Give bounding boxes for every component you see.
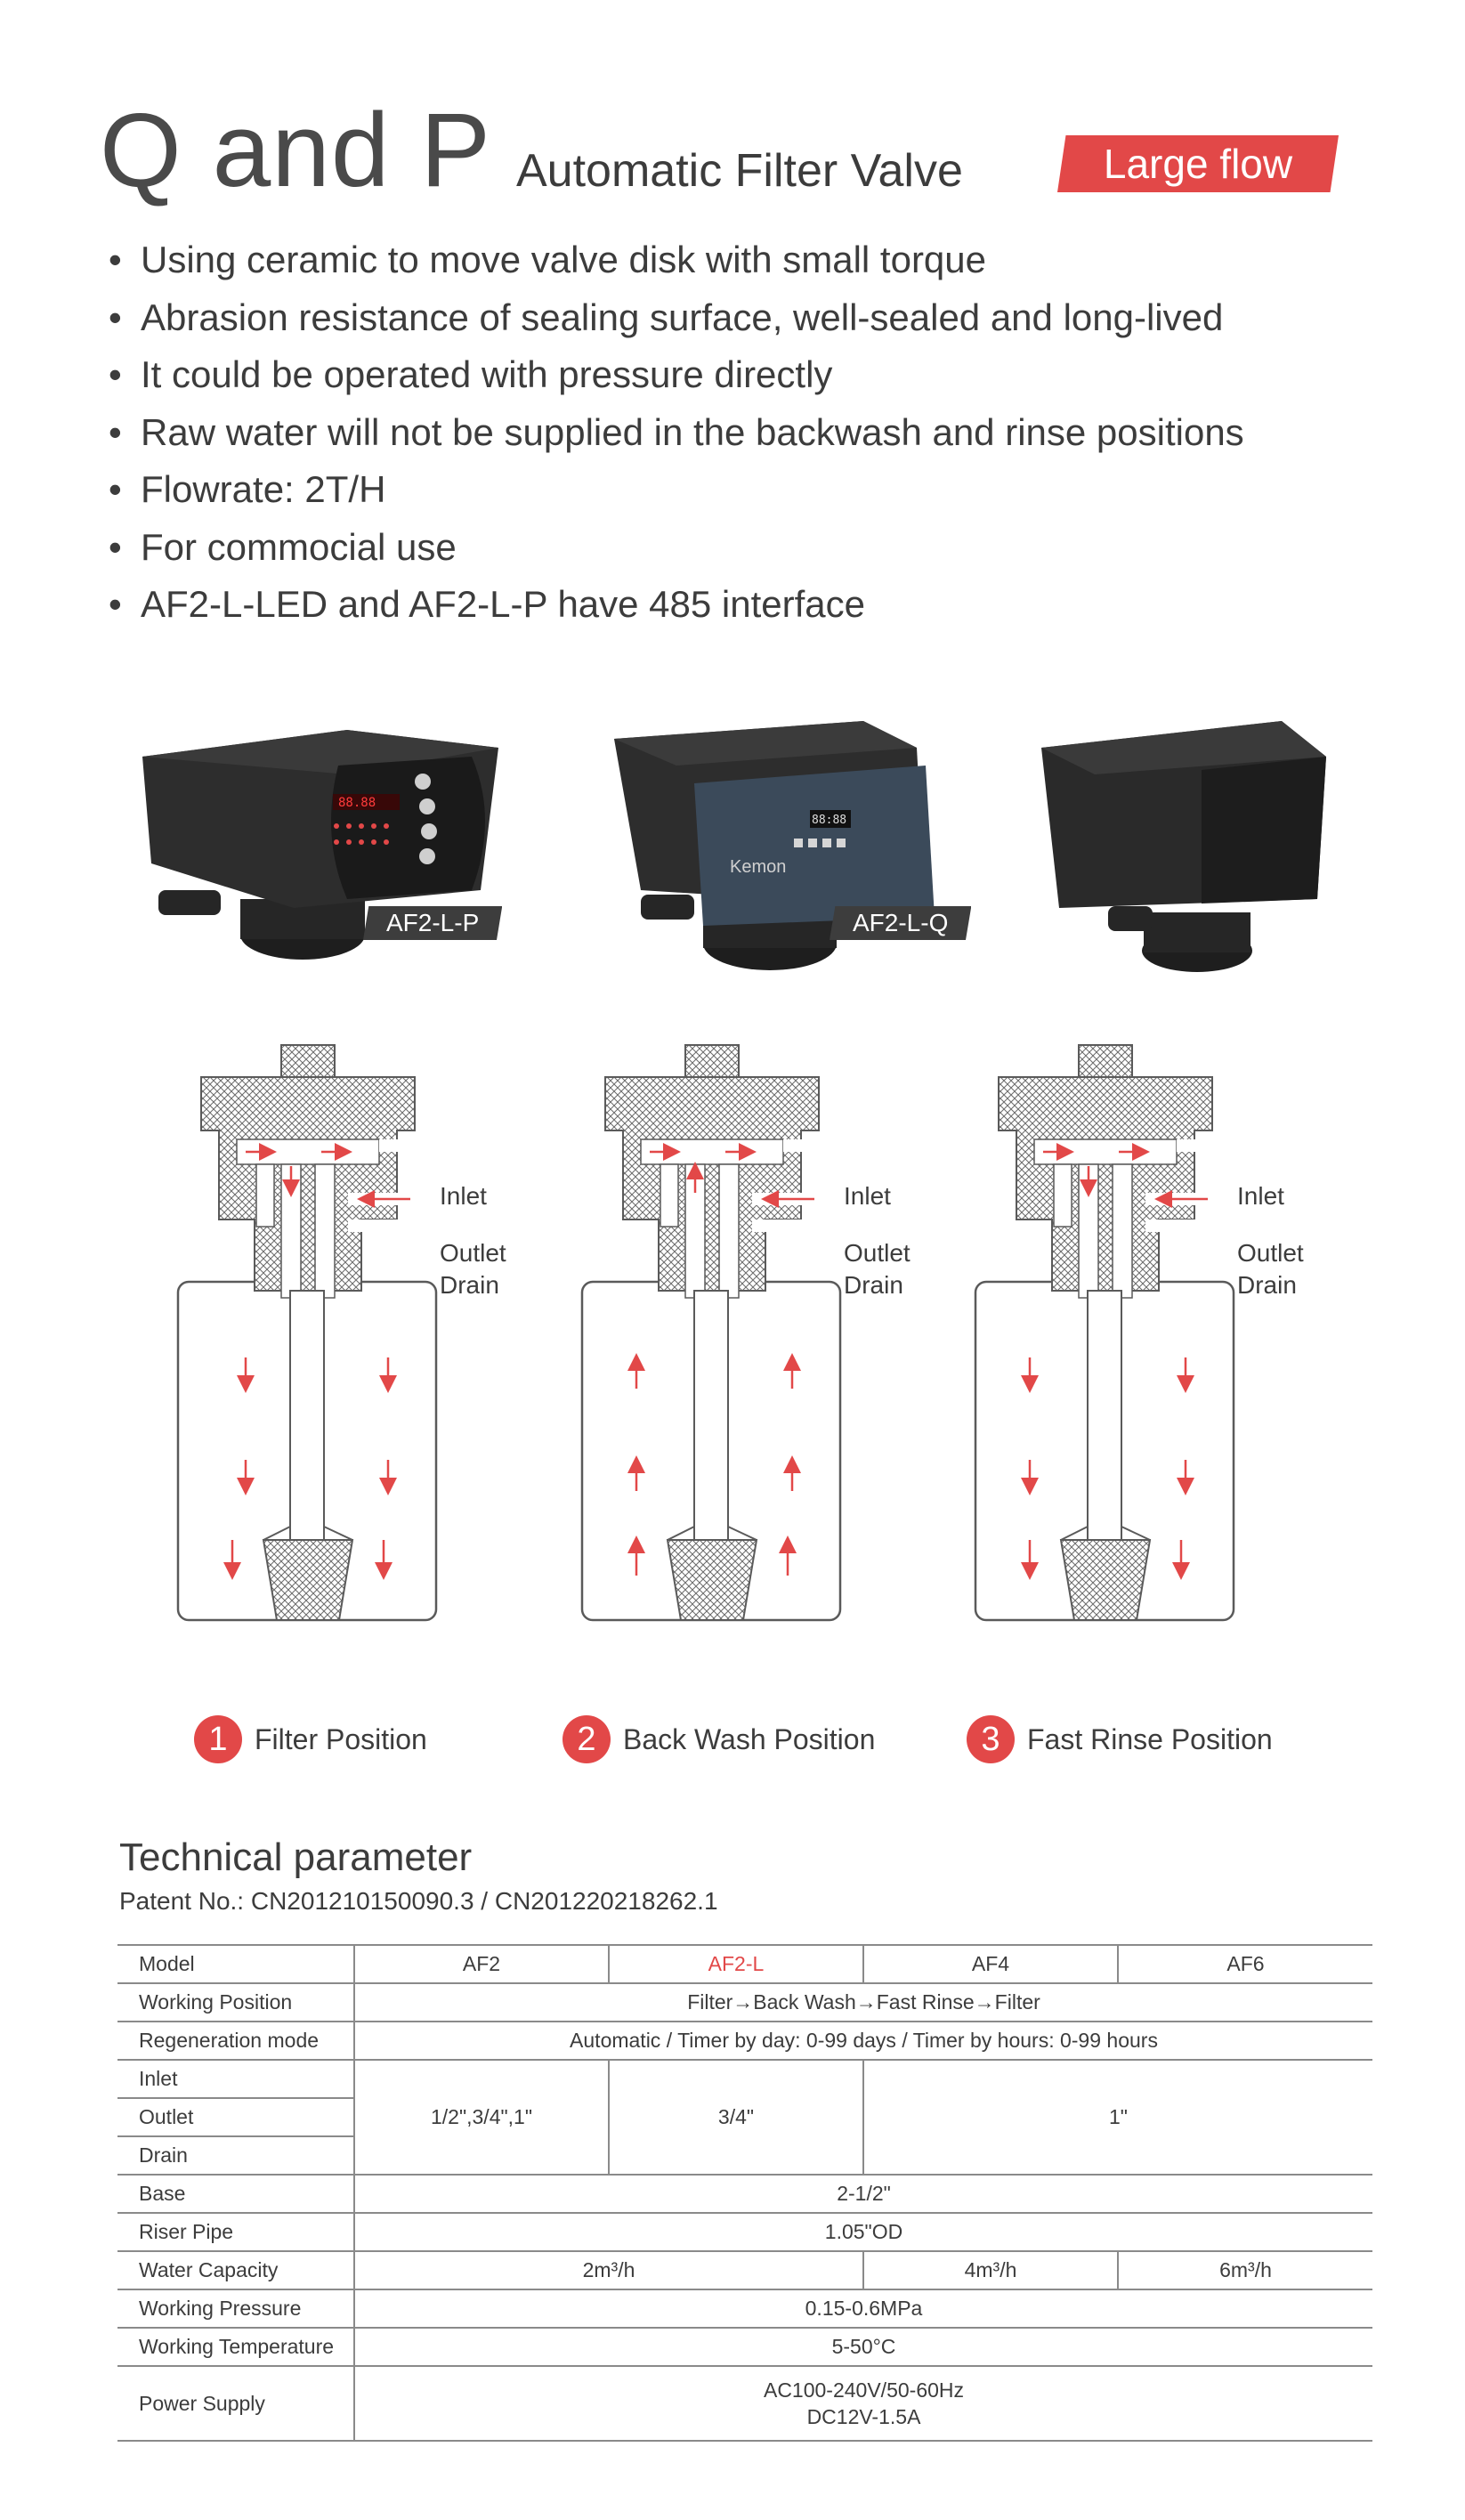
row-label: Regeneration mode xyxy=(117,2022,355,2061)
table-cell: 1.05"OD xyxy=(354,2213,1372,2252)
table-row: Working Temperature 5-50°C xyxy=(117,2328,1372,2367)
table-row: Riser Pipe 1.05"OD xyxy=(117,2213,1372,2252)
drain-label: Drain xyxy=(844,1271,903,1299)
back-wash-position-caption: 2 Back Wash Position xyxy=(563,1715,875,1763)
valve-cross-section xyxy=(972,1041,1239,1682)
fast-rinse-position-caption: 3 Fast Rinse Position xyxy=(967,1715,1273,1763)
list-item: •Raw water will not be supplied in the b… xyxy=(109,410,1244,453)
product-af2-l-p: 88.88 AF2-L-P xyxy=(125,712,503,979)
model-tag: AF2-L-P xyxy=(363,906,503,940)
table-row: Regeneration mode Automatic / Timer by d… xyxy=(117,2022,1372,2061)
table-row: Drain xyxy=(117,2136,1372,2176)
page-title: Q and P xyxy=(100,92,491,209)
row-label: Inlet xyxy=(117,2060,355,2099)
cell-af6: AF6 xyxy=(1118,1944,1372,1984)
row-label: Model xyxy=(117,1944,355,1984)
table-row: Water Capacity 2m³/h 4m³/h 6m³/h xyxy=(117,2251,1372,2290)
brand-logo: Kemon xyxy=(730,857,786,877)
table-row: Model AF2 AF2-L AF4 AF6 xyxy=(117,1944,1372,1984)
outlet-label: Outlet xyxy=(440,1239,506,1267)
product-af2-l-plain xyxy=(1024,685,1344,988)
row-label: Working Temperature xyxy=(117,2328,355,2367)
power-ac: AC100-240V/50-60Hz xyxy=(763,2378,965,2402)
table-cell: 5-50°C xyxy=(354,2328,1372,2367)
back-wash-position-diagram: Inlet Outlet Drain xyxy=(579,1041,911,1682)
cell-af4: AF4 xyxy=(863,1944,1119,1984)
row-label: Outlet xyxy=(117,2098,355,2137)
caption-text: Fast Rinse Position xyxy=(1027,1722,1273,1755)
drain-label: Drain xyxy=(440,1271,499,1299)
section-title: Technical parameter xyxy=(119,1835,473,1879)
table-cell: 6m³/h xyxy=(1118,2251,1372,2290)
feature-list: •Using ceramic to move valve disk with s… xyxy=(109,231,1244,634)
table-cell: 2m³/h xyxy=(354,2251,864,2290)
caption-text: Filter Position xyxy=(255,1722,427,1755)
model-tag: AF2-L-Q xyxy=(830,906,972,940)
list-item: •For commocial use xyxy=(109,525,457,568)
filter-position-diagram: Inlet Outlet Drain xyxy=(174,1041,506,1682)
table-row: Outlet xyxy=(117,2098,1372,2137)
fast-rinse-position-diagram: Inlet Outlet Drain xyxy=(972,1041,1304,1682)
inlet-label: Inlet xyxy=(1237,1182,1284,1210)
power-dc: DC12V-1.5A xyxy=(806,2405,921,2428)
table-row: Power Supply AC100-240V/50-60Hz DC12V-1.… xyxy=(117,2366,1372,2442)
caption-text: Back Wash Position xyxy=(623,1722,876,1755)
step-number-badge: 2 xyxy=(563,1715,611,1763)
table-cell: AC100-240V/50-60Hz DC12V-1.5A xyxy=(354,2366,1372,2442)
filter-position-caption: 1 Filter Position xyxy=(194,1715,427,1763)
cell-af2-l: AF2-L xyxy=(609,1944,864,1984)
list-item: •Using ceramic to move valve disk with s… xyxy=(109,239,987,280)
product-af2-l-q: 88:88 Kemon AF2-L-Q xyxy=(570,685,979,988)
table-row: Working Position Filter→Back Wash→Fast R… xyxy=(117,1983,1372,2022)
row-label: Working Pressure xyxy=(117,2289,355,2329)
table-cell: 3/4" xyxy=(609,2060,864,2176)
row-label: Base xyxy=(117,2175,355,2214)
valve-base-image xyxy=(1041,721,1326,972)
list-item: •Flowrate: 2T/H xyxy=(109,468,386,510)
large-flow-badge: Large flow xyxy=(1057,135,1339,192)
step-number-badge: 3 xyxy=(967,1715,1015,1763)
cell-af2: AF2 xyxy=(354,1944,610,1984)
table-cell: Filter→Back Wash→Fast Rinse→Filter xyxy=(354,1983,1372,2022)
outlet-label: Outlet xyxy=(1237,1239,1304,1267)
lcd-display: 88:88 xyxy=(812,814,846,827)
table-cell: 1" xyxy=(863,2060,1372,2176)
table-cell: Automatic / Timer by day: 0-99 days / Ti… xyxy=(354,2022,1372,2061)
table-row: Base 2-1/2" xyxy=(117,2175,1372,2214)
list-item: •Abrasion resistance of sealing surface,… xyxy=(109,296,1224,338)
row-label: Drain xyxy=(117,2136,355,2176)
inlet-label: Inlet xyxy=(440,1182,487,1210)
table-cell: 1/2",3/4",1" xyxy=(354,2060,610,2176)
valve-af2-l-p-image: 88.88 xyxy=(142,730,498,960)
led-display: 88.88 xyxy=(338,796,376,810)
valve-cross-section xyxy=(579,1041,846,1682)
patent-number: Patent No.: CN201210150090.3 / CN2012202… xyxy=(119,1887,718,1915)
list-item: •AF2-L-LED and AF2-L-P have 485 interfac… xyxy=(109,583,866,625)
row-label: Working Position xyxy=(117,1983,355,2022)
row-label: Water Capacity xyxy=(117,2251,355,2290)
table-cell: 4m³/h xyxy=(863,2251,1119,2290)
list-item: •It could be operated with pressure dire… xyxy=(109,353,833,395)
outlet-label: Outlet xyxy=(844,1239,911,1267)
table-cell: 0.15-0.6MPa xyxy=(354,2289,1372,2329)
technical-parameter-table: Model AF2 AF2-L AF4 AF6 Working Position… xyxy=(117,1944,1372,2442)
row-label: Power Supply xyxy=(117,2366,355,2442)
valve-cross-section xyxy=(174,1041,441,1682)
step-number-badge: 1 xyxy=(194,1715,242,1763)
page-subtitle: Automatic Filter Valve xyxy=(516,145,963,197)
inlet-label: Inlet xyxy=(844,1182,891,1210)
row-label: Riser Pipe xyxy=(117,2213,355,2252)
table-cell: 2-1/2" xyxy=(354,2175,1372,2214)
valve-af2-l-q-image: 88:88 Kemon xyxy=(614,721,935,970)
table-row: Working Pressure 0.15-0.6MPa xyxy=(117,2289,1372,2329)
table-row: Inlet 1/2",3/4",1" 3/4" 1" xyxy=(117,2060,1372,2176)
drain-label: Drain xyxy=(1237,1271,1297,1299)
